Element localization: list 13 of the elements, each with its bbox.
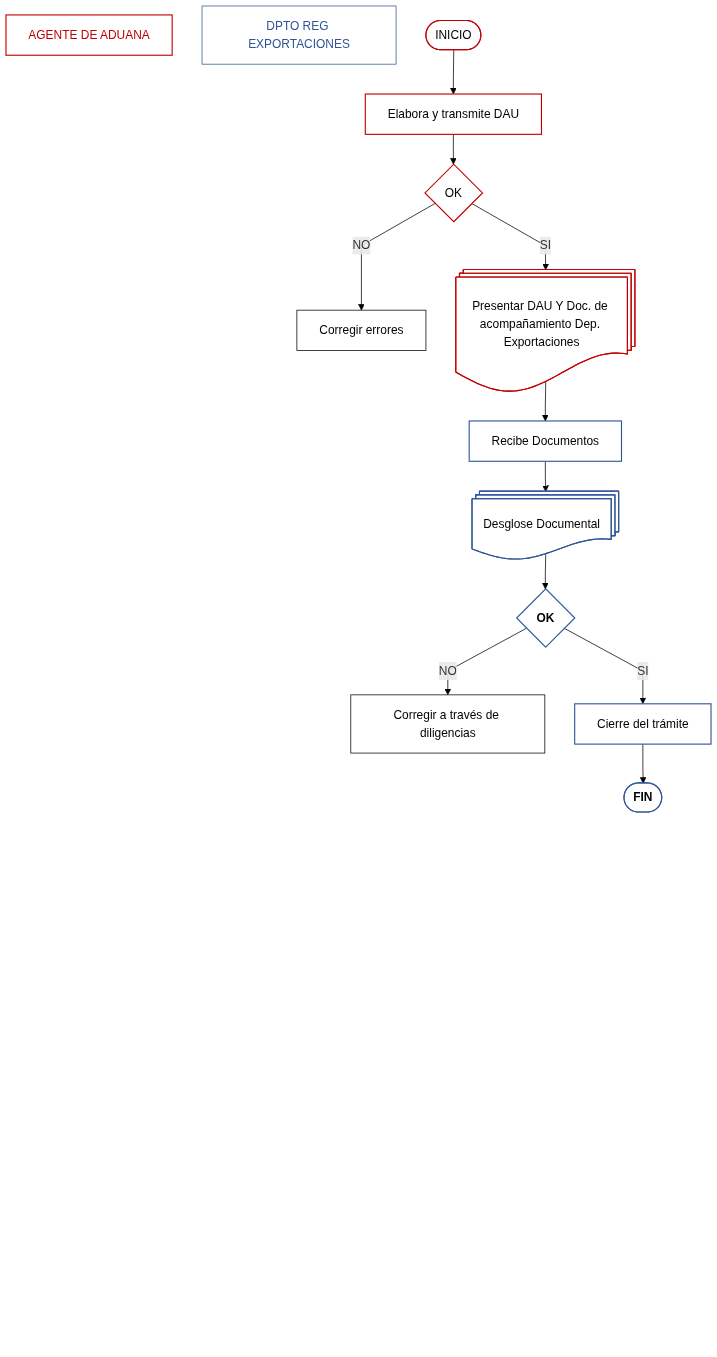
node-box: Recibe Documentos (468, 420, 623, 462)
node-box: DPTO REG EXPORTACIONES (201, 5, 397, 65)
edge-label: NO (352, 238, 371, 252)
node-box: Corregir a través de diligencias (350, 694, 546, 754)
node-diamond: OK (424, 163, 484, 223)
edge-label: SI (637, 664, 649, 677)
node-box: AGENTE DE ADUANA (5, 14, 173, 56)
node-box: Cierre del trámite (574, 703, 712, 745)
edge-label: SI (539, 238, 551, 252)
node-box: Elabora y transmite DAU (364, 93, 542, 135)
node-diamond: OK (515, 588, 576, 648)
edge-label: NO (438, 664, 457, 677)
node-box: Corregir errores (296, 309, 427, 351)
